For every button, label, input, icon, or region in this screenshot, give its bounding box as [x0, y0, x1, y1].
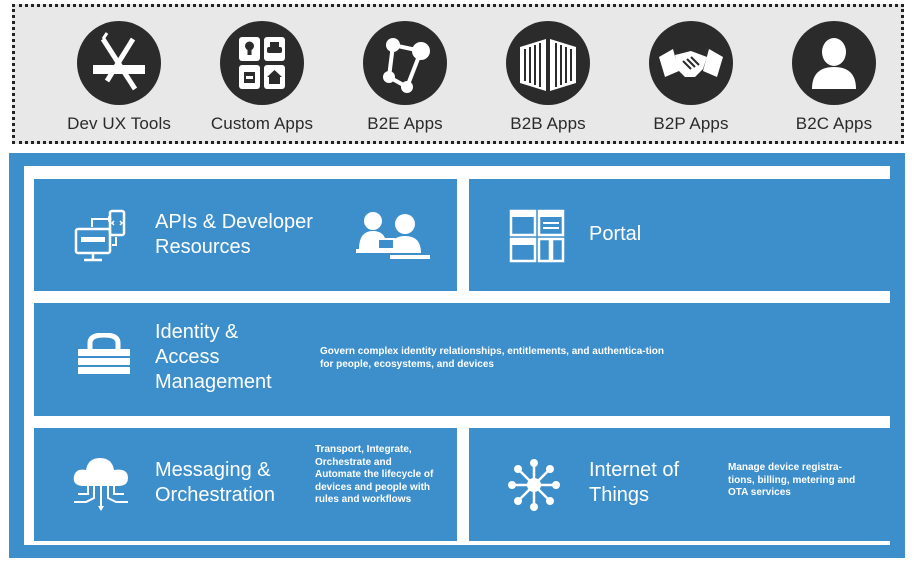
panel-title: Identity & Access Management — [155, 321, 272, 393]
developers-icon — [356, 209, 436, 265]
custom-apps-grid-icon — [220, 21, 304, 105]
panel-portal: Portal — [469, 179, 890, 291]
panel-iot: Internet of Things Manage device registr… — [469, 428, 890, 541]
app-label: B2B Apps — [510, 114, 586, 133]
network-nodes-icon — [363, 21, 447, 105]
panel-description: Govern complex identity relationships, e… — [320, 346, 664, 370]
panel-title: Messaging & Orchestration — [155, 459, 276, 506]
app-b2b-apps: B2B Apps — [478, 21, 618, 134]
app-label: B2E Apps — [367, 114, 443, 133]
platform-inner: APIs & Developer Resources — [24, 166, 890, 545]
app-b2p-apps: B2P Apps — [621, 21, 761, 134]
person-icon — [792, 21, 876, 105]
app-types-band: Dev UX Tools Custom Apps — [12, 4, 904, 144]
panel-title: APIs & Developer Resources — [155, 211, 313, 258]
panel-messaging: Messaging & Orchestration Transport, Int… — [34, 428, 457, 541]
buildings-icon — [506, 21, 590, 105]
cloud-icon — [70, 452, 132, 512]
app-label: B2C Apps — [795, 114, 873, 133]
app-b2e-apps: B2E Apps — [335, 21, 475, 134]
panel-title: Portal — [589, 223, 642, 245]
app-label: B2P Apps — [653, 114, 729, 133]
panel-identity: Identity & Access Management Govern comp… — [34, 303, 890, 416]
handshake-icon — [649, 21, 733, 105]
devices-icon — [68, 209, 128, 267]
lock-icon — [76, 333, 132, 375]
portal-windows-icon — [509, 209, 565, 263]
panel-description: Transport, Integrate, Orchestrate and Au… — [315, 444, 434, 505]
app-label: Dev UX Tools — [67, 114, 171, 133]
panel-description: Manage device registra-tions, billing, m… — [728, 462, 856, 498]
app-b2c-apps: B2C Apps — [764, 21, 904, 134]
app-label: Custom Apps — [210, 114, 314, 133]
platform-frame: APIs & Developer Resources — [9, 153, 905, 558]
dev-tools-icon — [77, 21, 161, 105]
panel-apis: APIs & Developer Resources — [34, 179, 457, 291]
app-dev-ux-tools: Dev UX Tools — [49, 21, 189, 134]
app-custom-apps: Custom Apps — [192, 21, 332, 134]
hub-icon — [507, 458, 561, 512]
panel-title: Internet of Things — [589, 459, 680, 506]
